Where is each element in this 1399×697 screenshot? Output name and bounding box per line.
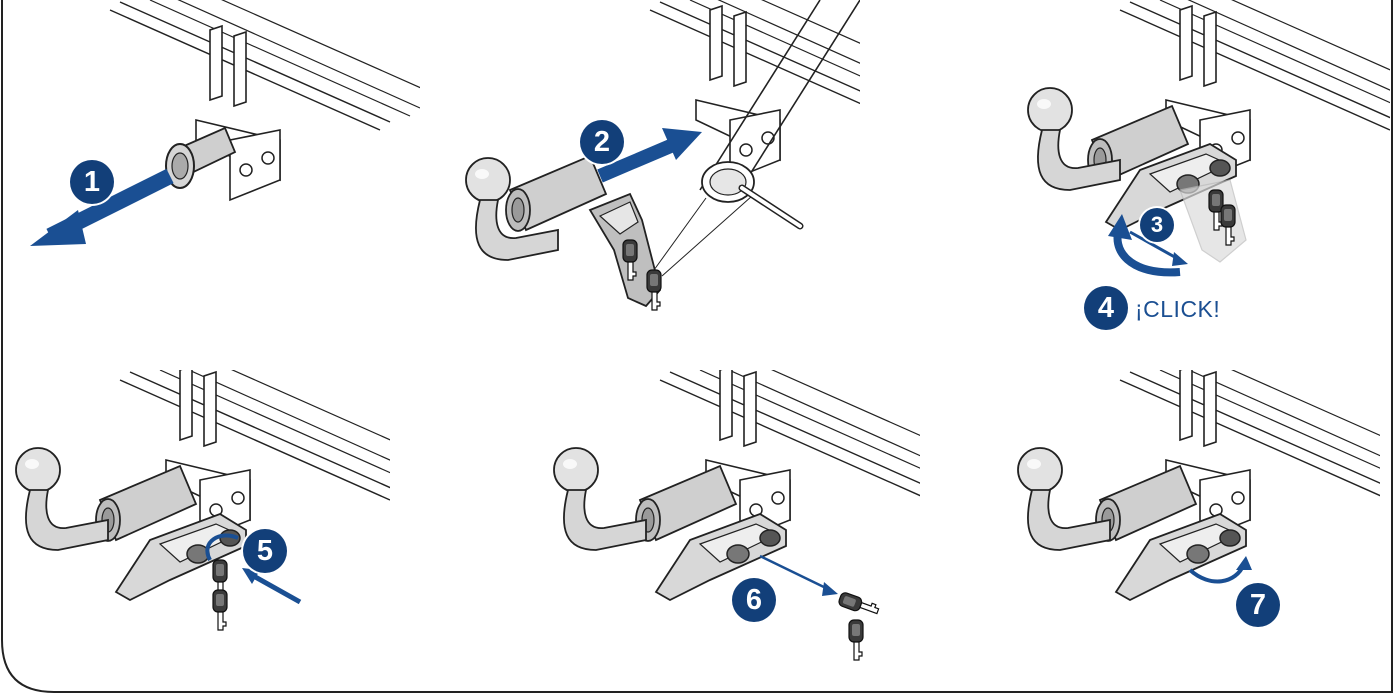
step-3-badge: 3: [1140, 208, 1174, 242]
step-7-number: 7: [1250, 589, 1266, 622]
step-1-badge: 1: [70, 160, 114, 204]
step-6-number: 6: [746, 584, 762, 617]
step-2-panel: [440, 0, 860, 340]
step-7-badge: 7: [1236, 583, 1280, 627]
step-1-number: 1: [84, 166, 100, 199]
step-2-badge: 2: [580, 120, 624, 164]
step-7-panel: [1010, 370, 1380, 650]
step-2-number: 2: [594, 126, 610, 159]
step-3-number: 3: [1151, 212, 1163, 238]
step-1-panel: [20, 0, 420, 260]
step-4-number: 4: [1098, 292, 1114, 325]
step-6-panel: [540, 370, 920, 670]
step-3-4-panel: [1010, 0, 1390, 300]
step-4-badge: 4: [1084, 286, 1128, 330]
step-5-number: 5: [257, 535, 273, 568]
step-5-panel: [10, 370, 390, 650]
click-label: ¡CLICK!: [1135, 296, 1220, 323]
step-6-badge: 6: [732, 578, 776, 622]
step-5-badge: 5: [243, 529, 287, 573]
